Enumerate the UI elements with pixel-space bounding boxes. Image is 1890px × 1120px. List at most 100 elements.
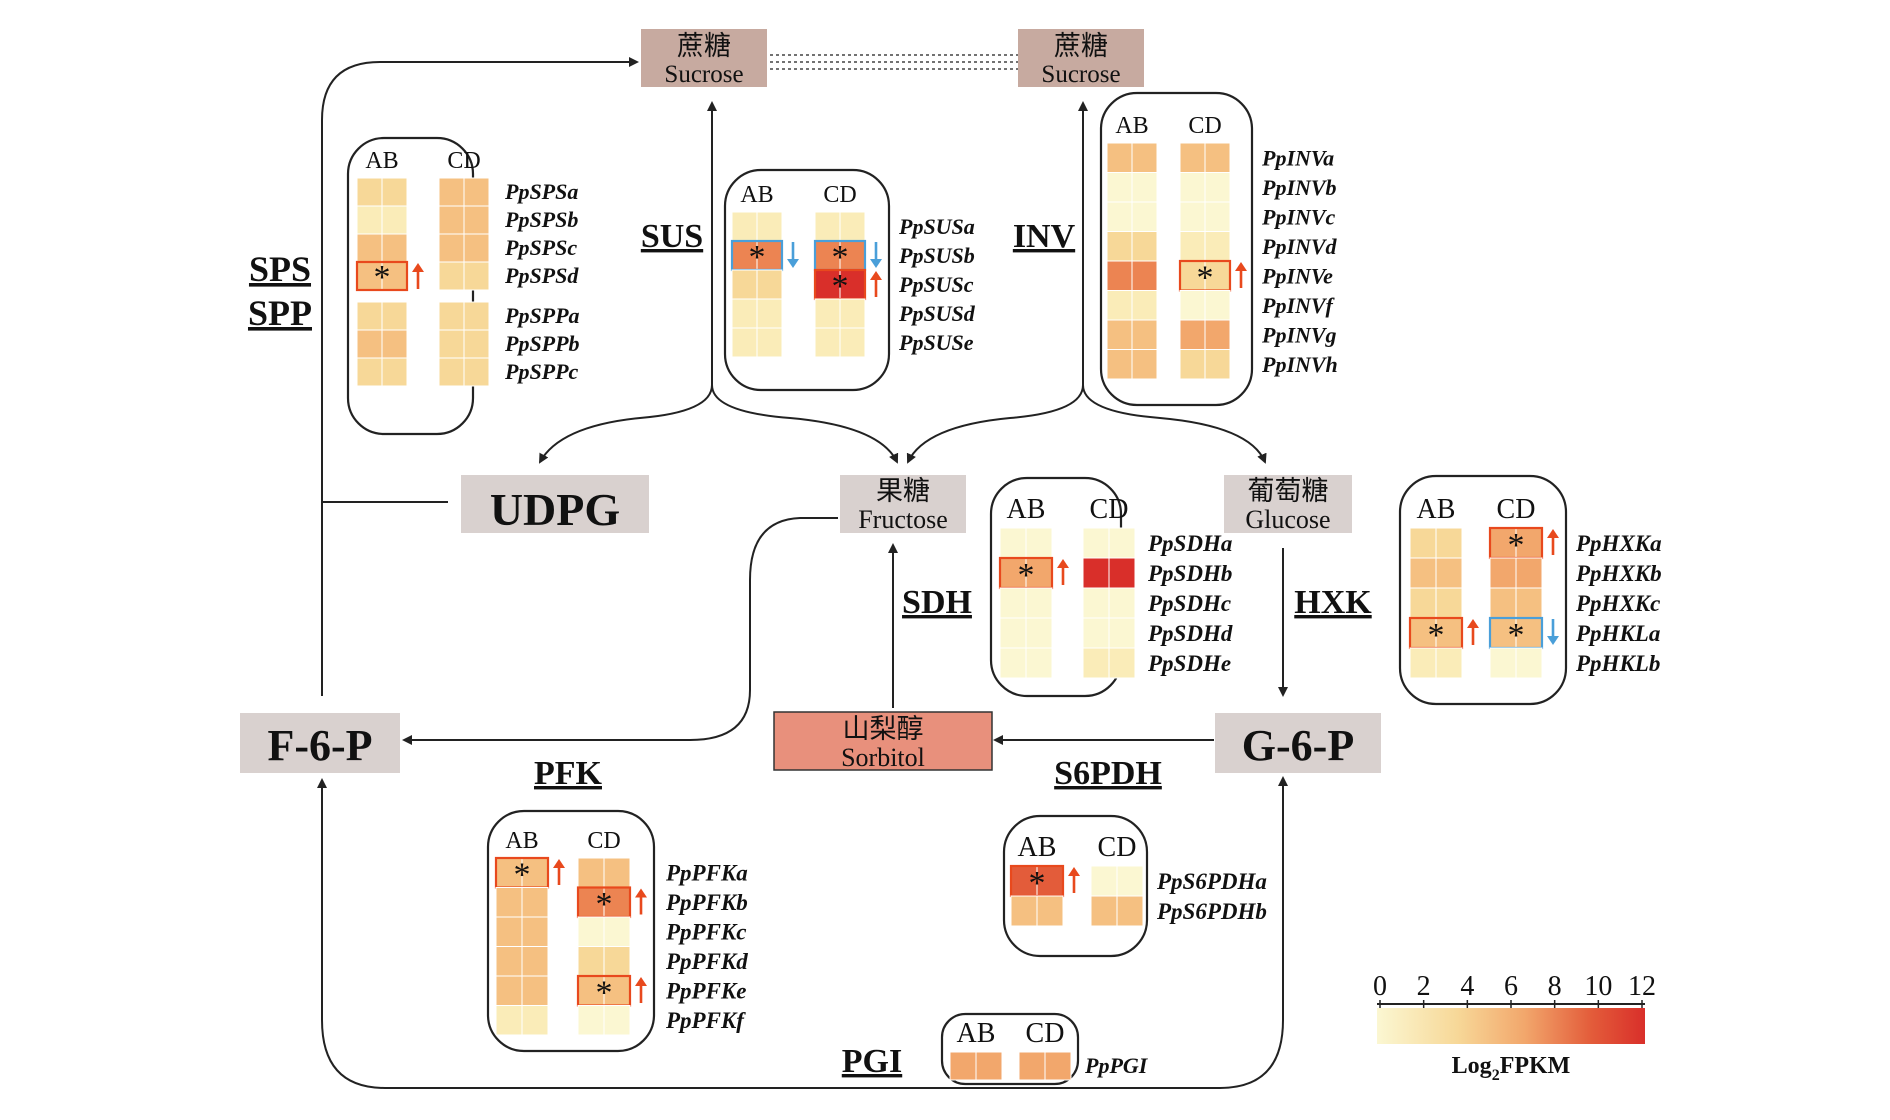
cell-cd xyxy=(814,211,841,242)
node-sorbitol: 山梨醇 Sorbitol xyxy=(773,711,993,772)
connector-inv-to-glucose xyxy=(1082,384,1267,464)
gene-label: PpPFKd xyxy=(665,949,748,974)
connector-pgi-loop xyxy=(317,778,1284,1089)
heatmap-row: PpINVa xyxy=(1106,142,1334,173)
gene-label: PpSPSc xyxy=(504,235,577,260)
sig-ab-box xyxy=(355,260,409,292)
heatmap-row: PpINVf xyxy=(1106,290,1336,321)
cell-ab xyxy=(1106,142,1133,173)
g6p-label: G-6-P xyxy=(1242,721,1354,770)
heatmap-row: PpINVg xyxy=(1106,319,1337,350)
heatmap-row: PpPFKc xyxy=(495,916,747,947)
sig-ab-arrow xyxy=(553,859,565,885)
fructose-zh: 果糖 xyxy=(876,476,930,506)
cell-ab xyxy=(495,857,523,888)
cell-cd xyxy=(463,205,490,235)
cell-ab xyxy=(756,211,783,242)
cell-cd xyxy=(1179,142,1206,173)
cell-ab xyxy=(1435,587,1463,619)
gene-label: PpPFKf xyxy=(665,1008,746,1033)
cell-cd xyxy=(438,261,465,291)
cell-cd xyxy=(1204,142,1231,173)
gene-label: PpSUSe xyxy=(898,330,974,355)
gene-label: PpINVd xyxy=(1261,234,1338,259)
cell-ab xyxy=(356,233,383,263)
heatmap-row: PpSDHd xyxy=(999,617,1233,649)
enzyme-sps-label: SPS xyxy=(249,249,311,289)
gene-label: PpINVf xyxy=(1261,293,1336,318)
heatmap-row: PpSPSb xyxy=(356,205,578,235)
cell-ab xyxy=(1106,201,1133,232)
heatmap-row: PpHKLb xyxy=(1409,647,1660,679)
cell-ab xyxy=(495,946,523,977)
cell-cd xyxy=(463,329,490,359)
heatmap-row: PpINVh xyxy=(1106,349,1338,380)
cell-cd xyxy=(1515,557,1543,589)
cell-ab xyxy=(356,177,383,207)
cell-ab xyxy=(521,857,549,888)
cell-cd xyxy=(1018,1051,1046,1081)
cell-ab xyxy=(1106,290,1133,321)
cell-ab xyxy=(1131,201,1158,232)
gene-label: PpSPSd xyxy=(504,263,579,288)
cell-ab xyxy=(1131,290,1158,321)
cell-cd xyxy=(1179,201,1206,232)
gene-label: PpS6PDHa xyxy=(1156,869,1267,894)
cell-ab xyxy=(999,587,1027,619)
gene-label: PpSDHe xyxy=(1147,651,1231,676)
sig-cd-arrow xyxy=(1547,529,1559,555)
cell-ab xyxy=(521,1005,549,1036)
gene-label: PpINVa xyxy=(1261,146,1334,171)
heatmap-row: PpINVd xyxy=(1106,231,1338,262)
gene-label: PpSUSd xyxy=(898,301,976,326)
gene-label: PpHKLb xyxy=(1575,651,1660,676)
connector-f6p-to-sucrose xyxy=(321,57,639,696)
gene-label: PpHKLa xyxy=(1575,621,1660,646)
gene-label: PpHXKa xyxy=(1575,531,1662,556)
heatmap-row: PpPFKd xyxy=(495,946,748,977)
cell-cd xyxy=(1179,290,1206,321)
cell-ab xyxy=(1106,319,1133,350)
heatmap-row: PpSPSd* xyxy=(355,259,579,296)
cell-cd xyxy=(1108,647,1136,679)
col-label-cd: CD xyxy=(587,828,620,854)
cell-cd xyxy=(438,329,465,359)
enzyme-sus-label: SUS xyxy=(641,218,703,255)
cell-cd xyxy=(463,357,490,387)
gene-label: PpPFKc xyxy=(665,920,747,945)
gene-label: PpSDHd xyxy=(1147,621,1233,646)
col-label-ab: AB xyxy=(1115,113,1148,139)
cell-cd xyxy=(438,177,465,207)
heatmap-row: PpHXKc xyxy=(1409,587,1660,619)
legend-tick-label: 2 xyxy=(1417,971,1431,1002)
cell-ab xyxy=(1409,647,1437,679)
sig-cd-asterisk: * xyxy=(1508,617,1525,654)
cell-ab xyxy=(1131,260,1158,291)
heatmap-row: PpSDHa xyxy=(999,527,1232,559)
node-fructose: 果糖 Fructose xyxy=(840,475,966,534)
gene-label: PpPGI xyxy=(1084,1053,1149,1078)
cell-cd xyxy=(814,298,841,329)
cell-ab xyxy=(381,205,408,235)
cell-cd xyxy=(1082,587,1110,619)
cell-ab xyxy=(1131,142,1158,173)
heatmap-row: PpSDHe xyxy=(999,647,1231,679)
glucose-en: Glucose xyxy=(1245,505,1330,534)
heatmap-row: PpSUSc* xyxy=(731,268,974,305)
cell-cd xyxy=(1204,290,1231,321)
cell-ab xyxy=(1435,647,1463,679)
cell-ab xyxy=(999,527,1027,559)
connector-fructose-to-f6p xyxy=(402,517,838,745)
enzyme-inv-label: INV xyxy=(1013,218,1076,255)
cell-cd xyxy=(1044,1051,1072,1081)
node-f6p: F-6-P xyxy=(240,713,400,773)
cell-ab xyxy=(975,1051,1003,1081)
gene-label: PpINVh xyxy=(1261,352,1338,377)
col-label-cd: CD xyxy=(1098,832,1137,863)
